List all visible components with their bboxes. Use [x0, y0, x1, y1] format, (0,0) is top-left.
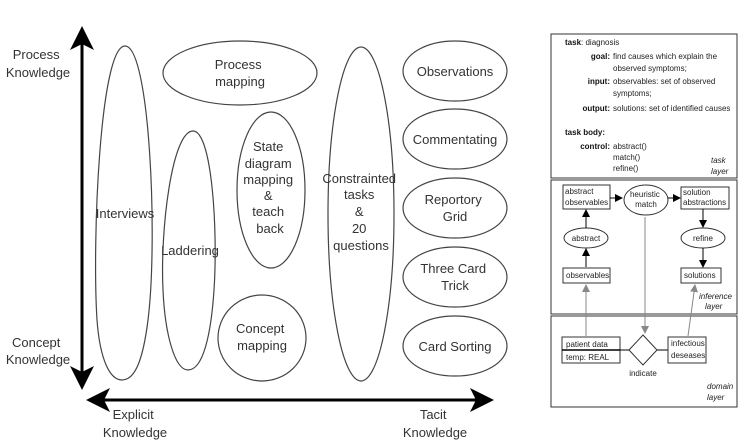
interviews-shape — [95, 45, 153, 381]
control-key: control: — [580, 142, 610, 151]
solutions-box — [680, 267, 722, 284]
temp-label: temp: REAL — [566, 353, 610, 362]
inference-layer-label: inference layer — [699, 292, 734, 311]
reportory-grid-label: Reportory Grid — [425, 192, 486, 224]
solutions-label: solutions — [684, 271, 716, 280]
observations-shape — [402, 40, 508, 102]
y-axis-top-label: Process Knowledge — [6, 47, 70, 80]
observations-label: Observations — [417, 64, 494, 79]
task-layer-panel: task: diagnosis goal: find causes which … — [550, 33, 738, 179]
commentating-label: Commentating — [413, 132, 498, 147]
refine-label: refine — [693, 234, 714, 243]
abstract-observables-box — [562, 184, 611, 210]
three-card-trick-shape — [402, 246, 508, 308]
output-key: output: — [582, 104, 610, 113]
output-value: solutions: set of identified causes — [613, 104, 730, 113]
three-card-trick-label: Three Card Trick — [420, 261, 489, 293]
inference-layer-panel: abstract observables heuristic match sol… — [550, 179, 738, 315]
task-line: task: diagnosis — [565, 38, 619, 47]
concept-mapping-label: Concept mapping — [236, 321, 288, 353]
solution-abstractions-label: solution abstractions — [683, 188, 726, 207]
patient-data-label: patient data — [566, 340, 608, 349]
domain-layer-panel: patient data temp: REAL indicate infecti… — [550, 315, 738, 408]
state-diagram-shape — [236, 111, 306, 269]
solution-abstractions-box — [680, 186, 730, 210]
observables-label: observables — [566, 271, 609, 280]
abstract-label: abstract — [572, 234, 601, 243]
x-axis-left-label: Explicit Knowledge — [103, 407, 167, 440]
input-value: observables: set of observed symptoms; — [613, 77, 718, 98]
concept-mapping-shape — [217, 294, 307, 382]
laddering-shape — [161, 130, 216, 371]
infectious-deseases-label: infectious deseases — [671, 339, 707, 360]
indicate-label: indicate — [629, 369, 657, 378]
goal-key: goal: — [591, 52, 610, 61]
infectious-deseases-box — [667, 336, 707, 364]
process-mapping-shape — [162, 40, 318, 106]
task-body-key: task body: — [565, 128, 605, 137]
commentating-shape — [402, 108, 508, 170]
reportory-grid-shape — [402, 177, 508, 239]
card-sorting-label: Card Sorting — [419, 339, 492, 354]
control-value: abstract() match() refine() — [613, 142, 649, 173]
input-key: input: — [588, 77, 610, 86]
heuristic-match-node — [623, 184, 669, 216]
heuristic-match-label: heuristic match — [630, 190, 662, 209]
observables-box — [562, 267, 611, 284]
process-mapping-label: Process mapping — [215, 57, 266, 89]
goal-value: find causes which explain the observed s… — [613, 52, 719, 73]
state-diagram-label: State diagram mapping & teach back — [243, 139, 297, 236]
task-layer-label: task layer — [711, 156, 729, 176]
domain-layer-label: domain layer — [707, 382, 735, 402]
x-axis-right-label: Tacit Knowledge — [403, 407, 467, 440]
constrainted-tasks-label: Constrainted tasks & 20 questions — [322, 171, 399, 253]
abstract-observables-label: abstract observables — [565, 187, 608, 207]
constrainted-tasks-shape — [327, 46, 395, 382]
card-sorting-shape — [402, 315, 508, 377]
indicate-diamond — [628, 334, 658, 366]
laddering-label: Laddering — [161, 243, 219, 258]
arrow-infectious-to-solutions — [687, 284, 699, 337]
y-axis-bottom-label: Concept Knowledge — [6, 335, 70, 367]
interviews-label: Interviews — [96, 206, 155, 221]
